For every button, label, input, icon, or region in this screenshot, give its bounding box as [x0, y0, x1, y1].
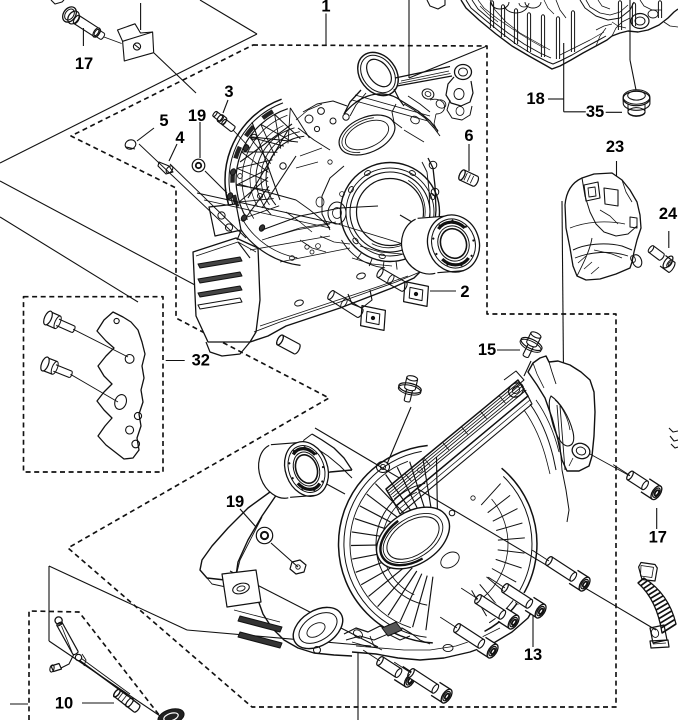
svg-text:19: 19 — [188, 107, 206, 125]
svg-text:32: 32 — [192, 352, 210, 370]
svg-text:18: 18 — [526, 90, 544, 108]
svg-text:4: 4 — [175, 129, 185, 147]
svg-text:3: 3 — [224, 83, 233, 101]
svg-text:10: 10 — [55, 695, 73, 713]
svg-text:13: 13 — [524, 646, 542, 664]
svg-text:2: 2 — [460, 283, 469, 301]
svg-text:1: 1 — [321, 0, 330, 16]
svg-text:17: 17 — [75, 55, 93, 73]
svg-text:5: 5 — [159, 112, 168, 130]
svg-text:23: 23 — [606, 138, 624, 156]
svg-text:24: 24 — [659, 205, 678, 223]
svg-text:6: 6 — [464, 127, 473, 145]
svg-text:17: 17 — [649, 529, 667, 547]
svg-text:15: 15 — [478, 341, 496, 359]
svg-text:35: 35 — [586, 103, 604, 121]
svg-text:19: 19 — [226, 493, 244, 511]
